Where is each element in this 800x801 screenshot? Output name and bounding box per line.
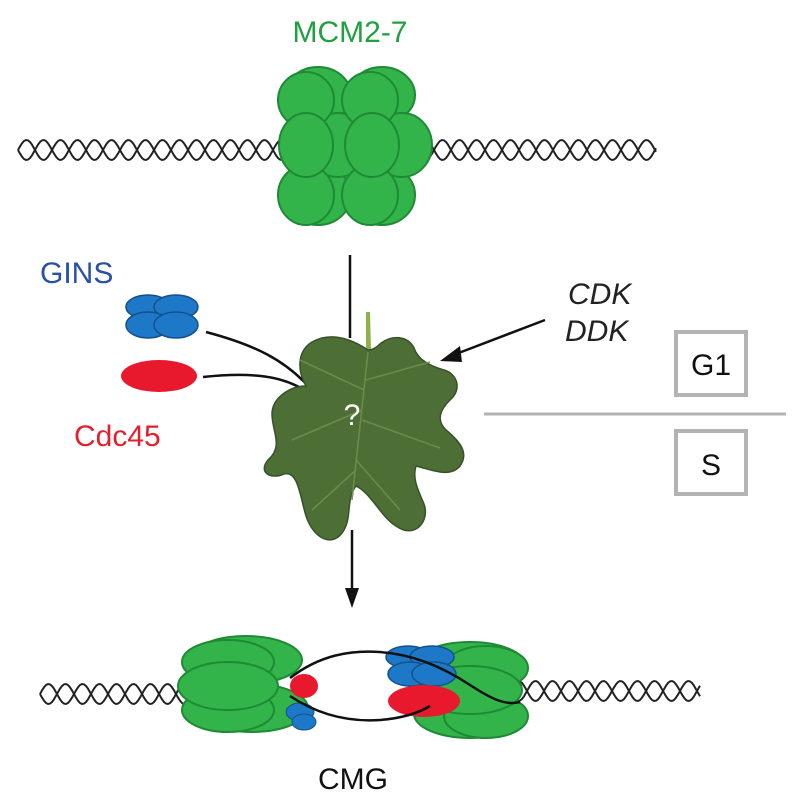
phase-s-box: S xyxy=(674,429,748,496)
dna-strand xyxy=(39,682,191,706)
bottom-dna xyxy=(39,679,701,706)
mcm-subunit xyxy=(278,112,334,178)
cmg-left xyxy=(177,635,318,733)
dna-strand xyxy=(509,679,701,703)
replication-bubble xyxy=(289,650,521,722)
dna-strand xyxy=(399,138,657,162)
dna-strand xyxy=(17,138,293,162)
mcm-subunit xyxy=(344,112,400,178)
question-mark: ? xyxy=(344,399,361,432)
mcm2-7-double-hexamer xyxy=(277,66,433,226)
ddk-label: DDK xyxy=(565,315,630,348)
dna-strand xyxy=(399,138,657,162)
dna-strand xyxy=(39,682,191,706)
gins-label: GINS xyxy=(40,257,113,290)
kinase-arrow xyxy=(440,318,546,362)
top-dna xyxy=(17,138,657,162)
cdc45-protein xyxy=(121,360,197,392)
dna-strand xyxy=(17,138,293,162)
phase-g1-label: G1 xyxy=(691,349,731,382)
cmg-label: CMG xyxy=(318,763,388,796)
phase-s-label: S xyxy=(701,449,721,482)
mcm-label: MCM2-7 xyxy=(292,16,407,49)
cdk-label: CDK xyxy=(568,278,633,311)
activation-arrow xyxy=(345,530,359,608)
cmg-right xyxy=(385,641,529,739)
cdc45-label: Cdc45 xyxy=(74,420,161,453)
gins-complex xyxy=(125,294,199,339)
fig-leaf-icon xyxy=(263,312,465,541)
phase-g1-box: G1 xyxy=(674,330,748,397)
dna-strand xyxy=(509,679,701,703)
